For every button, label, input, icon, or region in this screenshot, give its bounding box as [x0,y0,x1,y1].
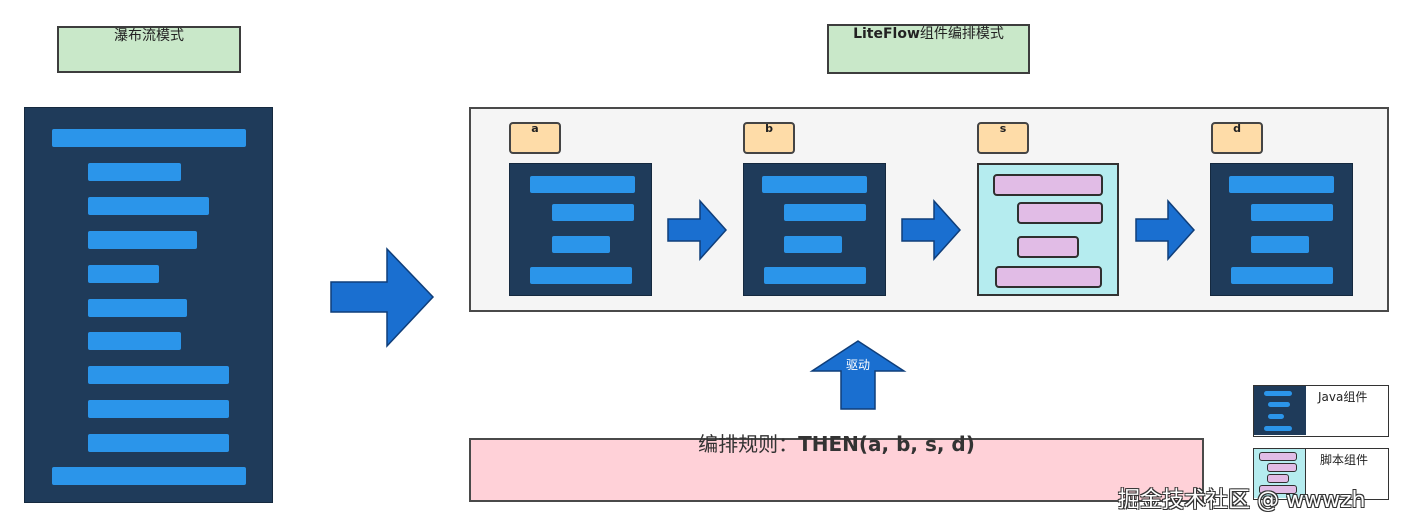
code-line [88,400,229,418]
code-line [1268,414,1284,419]
script-line [1259,452,1297,461]
code-line [552,236,610,253]
waterfall-mode-label: 瀑布流模式 [114,28,184,44]
liteflow-mode-label-prefix: LiteFlow [853,26,920,42]
liteflow-mode-title: LiteFlow组件编排模式 [827,24,1030,74]
code-line [1229,176,1334,193]
script-component-s [977,163,1119,296]
code-line [1264,391,1292,396]
flow-arrow-a-b [667,199,728,261]
big-right-arrow [330,247,435,348]
script-line [995,266,1102,288]
code-line [1264,426,1292,431]
waterfall-mode-title: 瀑布流模式 [57,26,241,73]
code-line [1251,204,1333,221]
rule-prefix: 编排规则： [698,432,799,456]
flow-arrow-s-d [1135,199,1196,261]
code-line [88,366,229,384]
component-label-s: s [977,122,1029,154]
rule-box [469,438,1204,502]
script-line [1267,463,1297,472]
code-line [764,267,866,284]
code-line [784,236,842,253]
component-label-b: b [743,122,795,154]
script-line [1259,485,1297,494]
component-label-d: d [1211,122,1263,154]
legend-java-swatch [1254,386,1306,435]
script-line [1017,236,1079,258]
component-label-a: a [509,122,561,154]
java-component-a [509,163,652,296]
code-line [88,332,181,350]
watermark: 掘金技术社区 @ wwwzh [1118,488,1366,513]
code-line [88,231,197,249]
script-line [993,174,1103,196]
legend-java-label: Java组件 [1318,390,1368,404]
drive-label: 驱动 [845,358,870,372]
code-line [1251,236,1309,253]
code-line [88,265,159,283]
legend-script: 脚本组件 [1253,448,1389,500]
code-line [762,176,867,193]
code-line [1268,402,1290,407]
code-line [88,434,229,452]
rule-expression: THEN(a, b, s, d) [798,432,975,456]
script-line [1017,202,1103,224]
code-line [52,129,246,147]
drive-up-arrow [809,340,907,410]
liteflow-mode-label-suffix: 组件编排模式 [919,26,1004,42]
code-line [88,163,181,181]
legend-script-swatch [1254,449,1306,498]
waterfall-code-panel [24,107,273,503]
code-line [88,197,209,215]
flow-arrow-b-s [901,199,962,261]
code-line [552,204,634,221]
code-line [88,299,187,317]
legend-java: Java组件 [1253,385,1389,437]
code-line [784,204,866,221]
java-component-d [1210,163,1353,296]
rule-text: 编排规则：THEN(a, b, s, d) [469,428,1204,457]
code-line [530,176,635,193]
code-line [1231,267,1333,284]
script-line [1267,474,1289,483]
legend-script-label: 脚本组件 [1320,453,1369,467]
java-component-b [743,163,886,296]
code-line [530,267,632,284]
code-line [52,467,246,485]
